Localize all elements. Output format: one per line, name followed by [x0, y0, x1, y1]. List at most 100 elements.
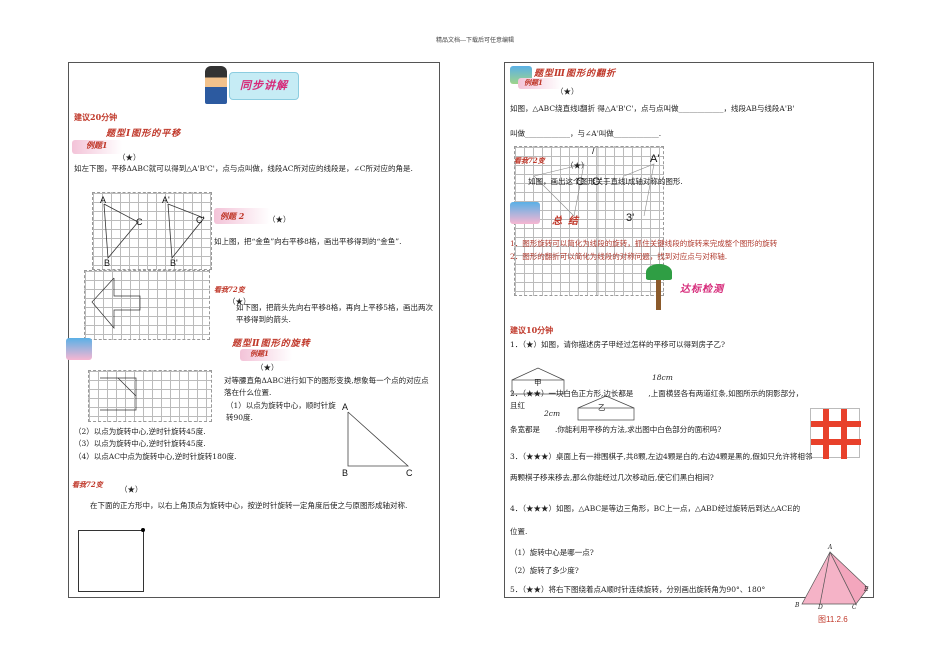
- tri-pt-C: C: [852, 604, 857, 611]
- banner2-title: 达标检测: [680, 284, 724, 295]
- triangle-shape: [347, 411, 410, 467]
- right-shape: [623, 163, 655, 217]
- tri-pt-D: D: [818, 604, 823, 611]
- tri-B: B: [342, 468, 349, 478]
- q4-sub1: （1）旋转中心是哪一点?: [510, 548, 594, 557]
- house-b-label: 乙: [598, 403, 606, 412]
- ex2-text: 如上图，把“金鱼”向右平移8格，画出平移得到的“金鱼”.: [214, 237, 402, 246]
- time-label-2: 建议10分钟: [510, 325, 554, 335]
- ex2-star: （★）: [268, 215, 291, 224]
- ex3-item1: （1）以点为旋转中心，顺时针旋转90度.: [226, 401, 336, 422]
- q4-text-a: 4．（★★★）如图，△ABC是等边三角形，BC上一点，△ABD经过旋转后到达△A…: [510, 504, 801, 513]
- house-a-roof: [511, 367, 565, 381]
- q2-text-b: 条宽都是 .你能利用平移的方法,求出图中白色部分的面积吗?: [510, 425, 722, 434]
- time-label-1: 建议20分钟: [74, 112, 118, 122]
- ex1-tag: 例题1: [86, 140, 108, 150]
- look2-tag: 看我72变: [72, 480, 103, 489]
- ex1-badge: 例题1: [72, 140, 122, 154]
- q3-text-a: 3．（★★★）桌面上有一排围棋子,共8颗,左边4颗是白的,右边4颗是黑的,假如只…: [510, 452, 813, 461]
- fig-B-prime: 3': [626, 212, 635, 224]
- q4-sub2: （2）旋转了多少度?: [510, 566, 579, 575]
- left-panel: [68, 62, 440, 598]
- triangle-11-2-6-figure: [801, 551, 869, 605]
- rotation-grid: [88, 370, 212, 422]
- summary-icon: [510, 202, 540, 224]
- square-box: [78, 530, 144, 592]
- ex2-tag: 例题 2: [220, 211, 245, 221]
- look1-text: 如下图，把箭头先向右平移8格，再向上平移5格，画出两次平移得到的箭头.: [236, 303, 434, 324]
- ex3-item2: （2）以点为旋转中心,逆时针旋转45度.: [74, 427, 206, 436]
- topic1-title: 题型Ⅰ图形的平移: [106, 129, 182, 139]
- arrow-shape: [91, 277, 141, 329]
- look-text-r: 如图，画出这个图形关于直线l成轴对称的图形.: [528, 177, 683, 186]
- figure-caption: 图11.2.6: [818, 615, 848, 624]
- pt-C: C: [136, 217, 143, 227]
- ex-line1-r: 如图，△ABC绕直线l翻折 得△A'B'C'，点与点叫做____________…: [510, 104, 795, 113]
- tri-ace-fill: [829, 551, 869, 605]
- rotation-figure: [100, 377, 137, 411]
- look2-star: （★）: [120, 485, 143, 494]
- translation-grid: [92, 192, 212, 270]
- banner-title: 同步讲解: [240, 79, 288, 92]
- tri-pt-B: B: [795, 602, 800, 609]
- tri-C: C: [406, 468, 413, 478]
- ex3-item3: （3）以点为旋转中心,逆时针旋转45度.: [74, 439, 206, 448]
- ex3-text1: 对等腰直角ΔABC进行如下的图形变换,想象每一个点的对应点落在什么位置.: [224, 376, 429, 397]
- red-square-figure: [810, 408, 861, 459]
- house-a-label: 甲: [534, 378, 542, 387]
- summary-1: 1．图形旋转可以简化为线段的旋转，抓住关键线段的旋转来完成整个图形的旋转: [510, 239, 778, 248]
- palm-tree-icon: [646, 264, 672, 310]
- right-panel: [504, 62, 874, 598]
- ex-badge-r: 例题1: [518, 78, 562, 89]
- left-shape: [533, 163, 585, 217]
- tri-pt-E: E: [864, 586, 869, 593]
- triangle-abc: [103, 203, 139, 260]
- ex3-star: （★）: [256, 363, 279, 372]
- fig-A-prime: A': [650, 153, 660, 165]
- look2-badge: 看我72变: [72, 480, 132, 492]
- banner-box: 同步讲解: [229, 72, 299, 100]
- pt-C-prime: C': [196, 215, 205, 225]
- fig-C: C: [576, 176, 584, 188]
- look2-text: 在下面的正方形中，以右上角顶点为旋转中心，按逆时针旋转一定角度后使之与原图形成轴…: [90, 501, 408, 510]
- translation-figure: [103, 203, 205, 260]
- pt-A-prime: A': [162, 195, 170, 205]
- q3-text-b: 两颗棋子移来移去,那么你能经过几次移动后,使它们黑白相间?: [510, 473, 714, 482]
- ex1-star: （★）: [118, 153, 141, 162]
- look-tag-r: 看我72变: [514, 156, 545, 165]
- house-b-body: [577, 407, 635, 421]
- look-star-r: （★）: [566, 161, 589, 170]
- topic2-title: 题型Ⅱ图形的旋转: [232, 339, 311, 349]
- ex3-item4: （4）以点AC中点为旋转中心,逆时针旋转180度.: [74, 452, 237, 461]
- look1-tag: 看我72变: [214, 285, 245, 294]
- ex-star-r: （★）: [556, 87, 579, 96]
- tri-pt-A: A: [828, 544, 833, 551]
- book-icon: [66, 338, 92, 360]
- reflection-figure: [533, 146, 655, 296]
- ad-line: [819, 551, 831, 605]
- ex1-text: 如左下图，平移ΔABC就可以得到△A'B'C'，点与点叫做，线段AC所对应的线段…: [74, 164, 413, 173]
- ex2-badge: 例题 2: [214, 208, 270, 224]
- diag-line: [117, 377, 137, 397]
- dim-18cm: 18cm: [652, 373, 673, 382]
- ex3-tag: 例题1: [250, 349, 269, 358]
- square-corner-dot: [141, 528, 145, 532]
- pt-A: A: [100, 195, 107, 205]
- summary-title: 总结: [552, 216, 584, 227]
- tri-A: A: [342, 402, 349, 412]
- house-a-body: [511, 379, 565, 395]
- fig-C-prime: C': [592, 176, 603, 188]
- banner-tutor: 同步讲解: [205, 66, 301, 106]
- pt-B: B: [104, 258, 111, 268]
- q4-text-b: 位置.: [510, 527, 528, 536]
- arrow-figure: [91, 277, 141, 329]
- arrow-grid: [84, 270, 210, 340]
- ex3-badge: 例题1: [240, 349, 292, 361]
- look-badge-r: 看我72变: [514, 156, 574, 168]
- q5-text: 5．（★★）将右下图绕着点A顺时针连续旋转，分别画出旋转角为90°、180°: [510, 585, 766, 594]
- q1-text: 1．（★）如图，请你描述房子甲经过怎样的平移可以得到房子乙?: [510, 340, 726, 349]
- page-header: 精品文档---下载后可任意编辑: [435, 37, 515, 44]
- rotated-shape: [100, 377, 137, 411]
- right-triangle-figure: [347, 411, 410, 467]
- houses-figure: [511, 367, 635, 421]
